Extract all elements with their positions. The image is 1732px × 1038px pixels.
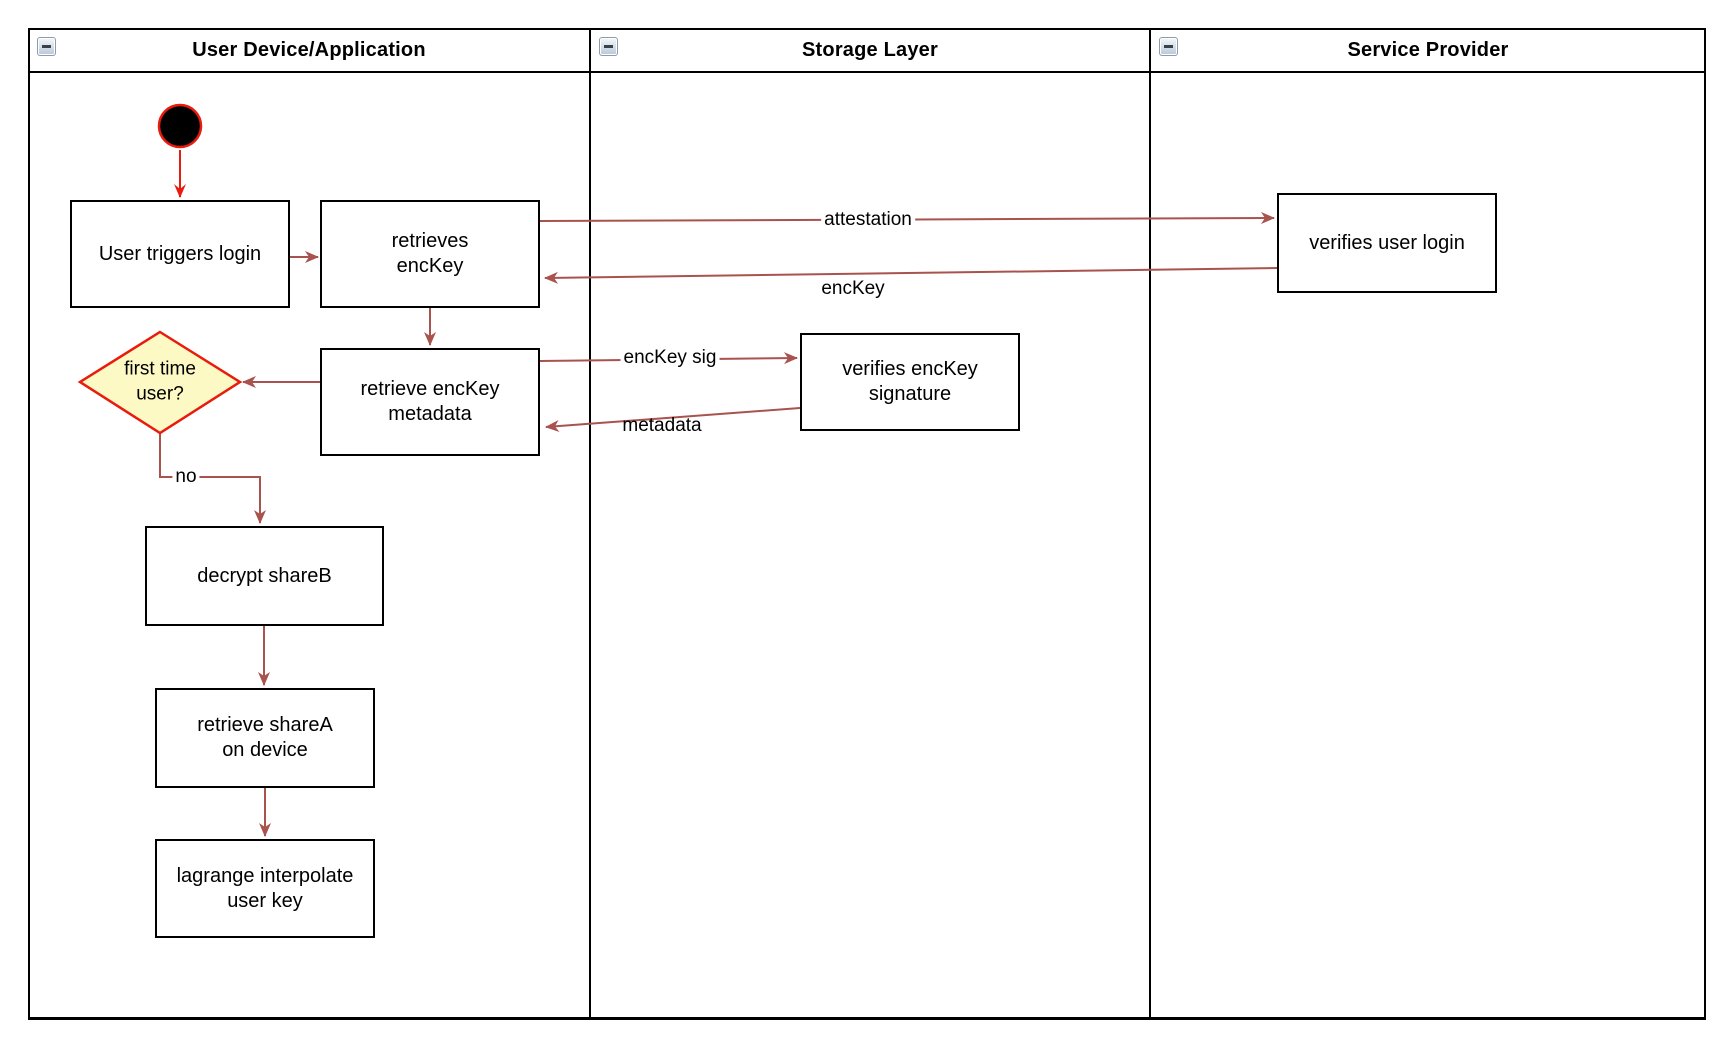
lane-divider-1 bbox=[589, 28, 591, 1020]
node-lagrange-interpolate[interactable]: lagrange interpolate user key bbox=[155, 839, 375, 938]
node-verifies-user-login[interactable]: verifies user login bbox=[1277, 193, 1497, 293]
edge-label-no: no bbox=[172, 466, 200, 488]
collapse-lane-icon[interactable] bbox=[599, 37, 618, 56]
node-user-triggers-login[interactable]: User triggers login bbox=[70, 200, 290, 308]
node-retrieve-enckey-metadata[interactable]: retrieve encKey metadata bbox=[320, 348, 540, 456]
lane-header-user-device[interactable]: User Device/Application bbox=[28, 28, 590, 72]
lane-title: Service Provider bbox=[1347, 38, 1509, 61]
edge-label-enckey: encKey bbox=[821, 278, 885, 299]
lane-header-separator bbox=[28, 71, 1706, 73]
node-retrieve-sharea-on-device[interactable]: retrieve shareA on device bbox=[155, 688, 375, 788]
decision-label: first time user? bbox=[124, 358, 196, 404]
node-decrypt-shareb[interactable]: decrypt shareB bbox=[145, 526, 384, 626]
lane-header-service-provider[interactable]: Service Provider bbox=[1150, 28, 1706, 72]
lane-divider-2 bbox=[1149, 28, 1151, 1020]
lane-title: User Device/Application bbox=[192, 38, 426, 61]
node-retrieves-enckey[interactable]: retrieves encKey bbox=[320, 200, 540, 308]
edge-label-attestation: attestation bbox=[821, 209, 915, 231]
lane-header-storage-layer[interactable]: Storage Layer bbox=[590, 28, 1150, 72]
collapse-lane-icon[interactable] bbox=[37, 37, 56, 56]
lane-title: Storage Layer bbox=[802, 38, 938, 61]
edge-label-metadata: metadata bbox=[622, 415, 702, 436]
collapse-lane-icon[interactable] bbox=[1159, 37, 1178, 56]
minus-icon bbox=[42, 45, 51, 48]
edge-label-enckey-sig: encKey sig bbox=[620, 347, 720, 369]
minus-icon bbox=[604, 45, 613, 48]
minus-icon bbox=[1164, 45, 1173, 48]
node-verifies-enckey-signature[interactable]: verifies encKey signature bbox=[800, 333, 1020, 431]
